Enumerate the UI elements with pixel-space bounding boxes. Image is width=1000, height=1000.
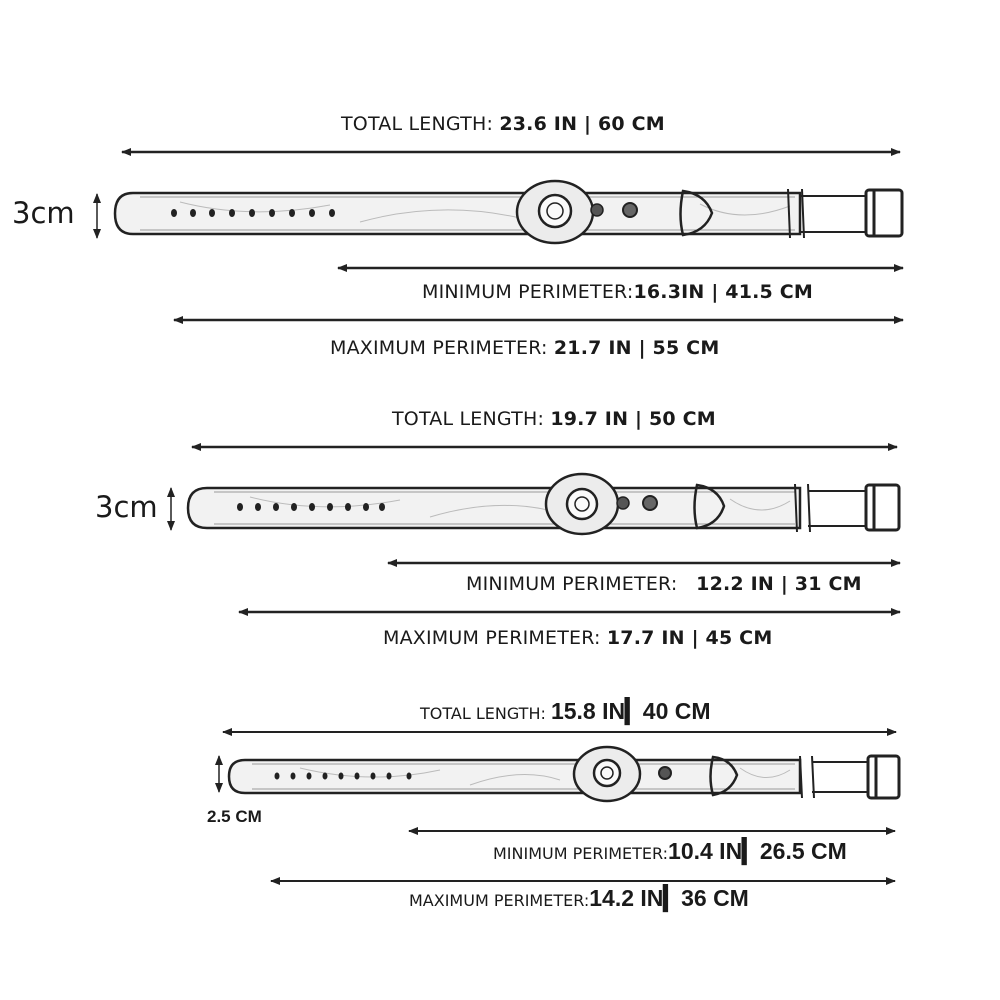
width-label-3: 2.5 CM: [207, 807, 262, 826]
min-perimeter-prefix-2: MINIMUM PERIMETER:: [466, 573, 697, 595]
min-perimeter-label-2: MINIMUM PERIMETER: 12.2 IN | 31 CM: [466, 573, 862, 595]
width-label-2: 3cm: [95, 490, 158, 524]
min-perimeter-label-1: MINIMUM PERIMETER:16.3IN | 41.5 CM: [422, 281, 813, 303]
collar-1: [113, 179, 904, 245]
max-perimeter-prefix-1: MAXIMUM PERIMETER:: [330, 337, 554, 359]
min-perimeter-value-3: 10.4 IN▎26.5 CM: [668, 838, 847, 864]
total-length-value-1: 23.6 IN | 60 CM: [499, 113, 665, 135]
max-perimeter-label-1: MAXIMUM PERIMETER: 21.7 IN | 55 CM: [330, 337, 719, 359]
max-perimeter-value-3: 14.2 IN▎36 CM: [589, 885, 749, 911]
max-perimeter-prefix-2: MAXIMUM PERIMETER:: [383, 627, 607, 649]
width-label-1: 3cm: [12, 196, 75, 230]
max-perimeter-value-1: 21.7 IN | 55 CM: [553, 337, 720, 359]
total-length-prefix-3: TOTAL LENGTH:: [420, 704, 551, 723]
min-perimeter-label-3: MINIMUM PERIMETER:10.4 IN▎26.5 CM: [493, 838, 847, 865]
collar-2: [186, 472, 901, 536]
min-perimeter-value-1: 16.3IN | 41.5 CM: [633, 281, 814, 303]
total-length-prefix-1: TOTAL LENGTH:: [341, 113, 500, 135]
collar-2-holes: [237, 503, 385, 511]
collar-3: [227, 745, 901, 803]
total-length-label-1: TOTAL LENGTH: 23.6 IN | 60 CM: [341, 113, 665, 135]
min-perimeter-prefix-3: MINIMUM PERIMETER:: [493, 844, 669, 863]
total-length-value-3: 15.8 IN▎40 CM: [550, 698, 711, 724]
collar-1-holes: [171, 209, 335, 217]
collar-3-holes: [274, 772, 412, 780]
total-length-label-2: TOTAL LENGTH: 19.7 IN | 50 CM: [392, 408, 716, 430]
max-perimeter-label-2: MAXIMUM PERIMETER: 17.7 IN | 45 CM: [383, 627, 772, 649]
max-perimeter-value-2: 17.7 IN | 45 CM: [606, 627, 773, 649]
min-perimeter-prefix-1: MINIMUM PERIMETER:: [422, 281, 634, 303]
max-perimeter-prefix-3: MAXIMUM PERIMETER:: [409, 891, 590, 910]
min-perimeter-value-2: 12.2 IN | 31 CM: [696, 573, 862, 595]
total-length-prefix-2: TOTAL LENGTH:: [392, 408, 551, 430]
total-length-label-3: TOTAL LENGTH: 15.8 IN▎40 CM: [420, 698, 711, 725]
total-length-value-2: 19.7 IN | 50 CM: [550, 408, 716, 430]
max-perimeter-label-3: MAXIMUM PERIMETER:14.2 IN▎36 CM: [409, 885, 749, 912]
